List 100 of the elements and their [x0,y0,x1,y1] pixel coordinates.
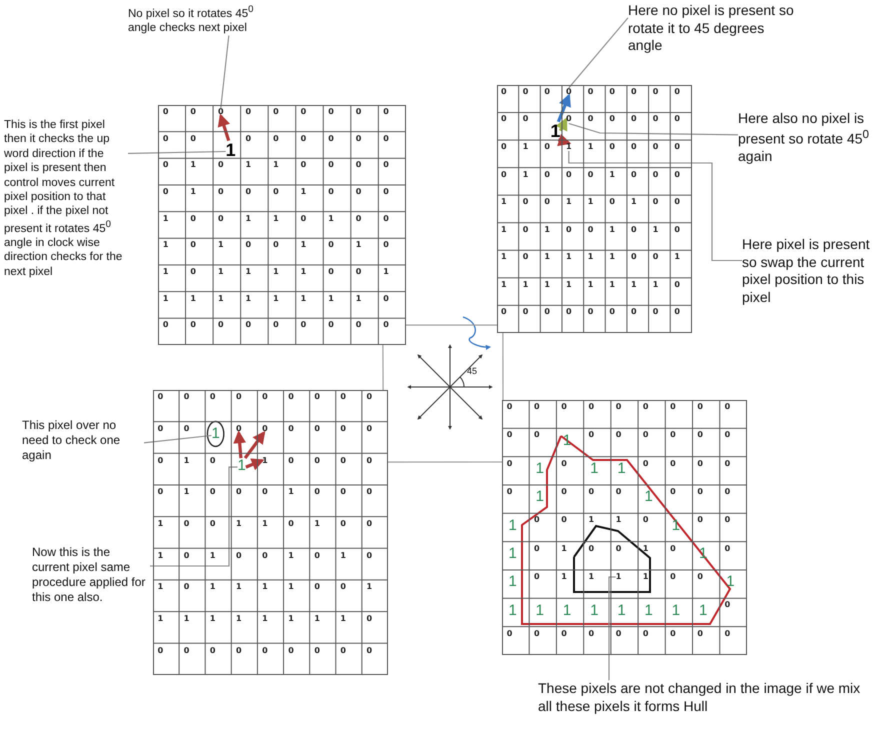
pixel-value: 1 [226,140,236,159]
pixel-value: 0 [609,115,615,124]
pixel-value: 0 [366,646,372,655]
pixel-value: 1 [588,198,594,206]
pixel-value: 1 [561,544,567,553]
pixel-value: 0 [366,424,372,433]
pixel-value: 1 [726,574,735,590]
pixel-value: 0 [674,308,680,316]
pixel-value: 0 [588,88,594,96]
pixel-value: 1 [246,294,252,303]
pixel-value: 0 [210,646,216,655]
pixel-value: 0 [314,456,320,465]
pixel-value: 0 [652,198,658,206]
pixel-value: 1 [184,488,190,496]
pixel-grid [158,105,406,345]
pixel-value: 0 [314,424,320,433]
pixel-value: 0 [288,424,294,433]
pixel-value: 0 [561,488,567,496]
pixel-value: 1 [162,241,168,250]
pixel-value: 0 [210,456,216,465]
pixel-value: 0 [314,393,320,402]
arrow [556,117,568,132]
pixel-value: 0 [300,321,306,330]
pixel-value: 1 [210,552,216,560]
pixel-value: 0 [356,134,362,143]
pixel-value: 0 [356,321,362,330]
pixel-value: 0 [288,520,294,528]
pixel-value: 0 [314,552,320,560]
pixel-value: 0 [534,516,540,524]
pixel-value: 1 [262,456,268,465]
leader-line [568,151,742,262]
pixel-value: 1 [501,280,507,289]
pixel-value: 1 [162,294,168,303]
pixel-value: 0 [273,241,279,250]
pixel-value: 1 [536,489,544,504]
pixel-value: 0 [697,402,703,411]
pixel-value: 1 [246,161,252,170]
pixel-value: 0 [356,268,362,276]
pixel-value: 1 [288,552,294,560]
pixel-value: 1 [288,614,294,623]
pixel-value: 1 [328,214,334,223]
pixel-value: 0 [366,520,372,528]
pixel-value: 0 [366,614,372,623]
pixel-value: 0 [236,646,242,655]
pixel-value: 0 [190,214,196,223]
pixel-value: 0 [314,488,320,496]
pixel-value: 1 [356,294,362,303]
pixel-value: 1 [262,614,268,623]
pixel-value: 1 [366,583,372,592]
pixel-value: 1 [236,520,242,528]
pixel-value: 0 [158,456,164,465]
pixel-value: 1 [162,214,168,223]
pixel-value: 0 [697,630,703,638]
arrow [218,113,230,142]
pixel-value: 0 [236,393,242,402]
pixel-value: 0 [616,544,622,553]
pixel-value: 0 [158,646,164,655]
pixel-value: 0 [262,424,268,433]
pixel-value: 1 [631,280,637,289]
pixel-value: 0 [340,456,346,465]
pixel-value: 1 [383,268,389,276]
pixel-value: 1 [544,253,550,262]
pixel-value: 0 [501,308,507,316]
pixel-value: 0 [670,431,676,440]
pixel-value: 1 [158,583,164,592]
pixel-value: 0 [616,402,622,411]
pixel-value: 0 [697,460,703,468]
pixel-value: 0 [724,516,730,524]
pixel-value: 1 [644,489,653,504]
pixel-value: 1 [210,614,216,623]
pixel-value: 0 [236,488,242,496]
pixel-value: 0 [544,308,550,316]
pixel-value: 1 [340,552,346,560]
pixel-value: 0 [561,402,567,411]
leader-line [568,17,628,88]
pixel-value: 0 [642,402,648,411]
pixel-value: 0 [631,226,637,234]
leader-line [150,466,238,567]
pixel-value: 0 [383,161,389,170]
pixel-value: 1 [672,602,680,618]
pixel-value: 0 [616,488,622,496]
pixel-value: 1 [501,226,507,234]
pixel-value: 0 [288,646,294,655]
pixel-value: 0 [383,134,389,143]
pixel-value: 0 [697,431,703,440]
pixel-value: 1 [190,161,196,170]
pixel-value: 0 [670,544,676,553]
pixel-value: 0 [544,143,550,152]
pixel-value: 1 [522,280,528,289]
pixel-value: 1 [300,188,306,196]
pixel-value: 0 [588,115,594,124]
pixel-value: 0 [328,321,334,330]
pixel-value: 1 [590,602,598,618]
pixel-value: 0 [328,134,334,143]
pixel-value: 0 [506,488,512,496]
pixel-value: 0 [522,253,528,262]
pixel-value: 0 [674,226,680,234]
pixel-value: 0 [670,572,676,581]
leader-line [608,576,616,681]
pixel-value: 1 [501,198,507,206]
